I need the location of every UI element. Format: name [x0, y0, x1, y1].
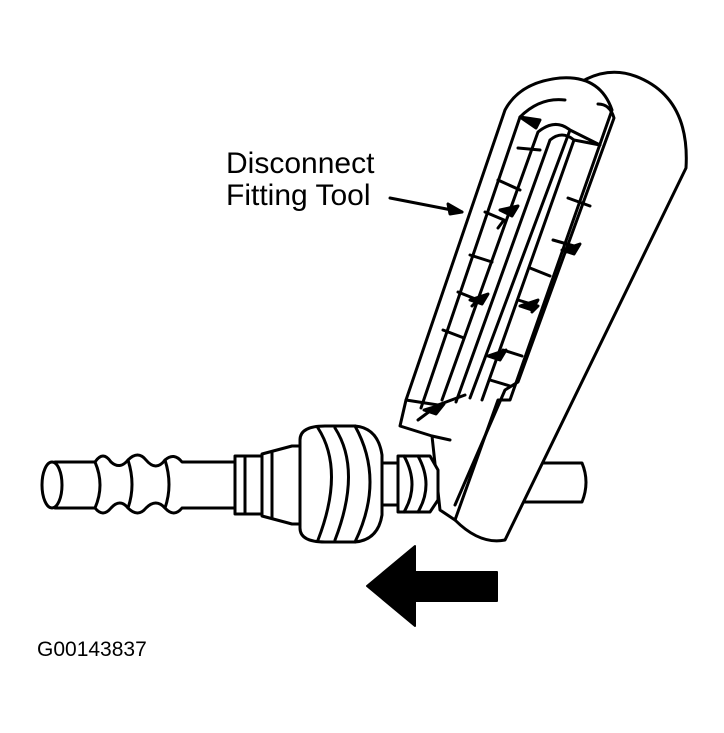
disconnect-fitting-tool: [398, 70, 688, 543]
left-arrow-icon: [366, 545, 498, 627]
figure-id: G00143837: [37, 638, 147, 661]
tool-label-line2: Fitting Tool: [226, 179, 371, 212]
male-fitting-collar: [233, 444, 302, 526]
pipe-left-section: [40, 453, 237, 515]
tool-label-line1: Disconnect: [226, 147, 375, 180]
callout-leader-line: [388, 196, 464, 216]
connector-nut: [298, 424, 384, 544]
female-fitting-stub: [380, 454, 440, 514]
